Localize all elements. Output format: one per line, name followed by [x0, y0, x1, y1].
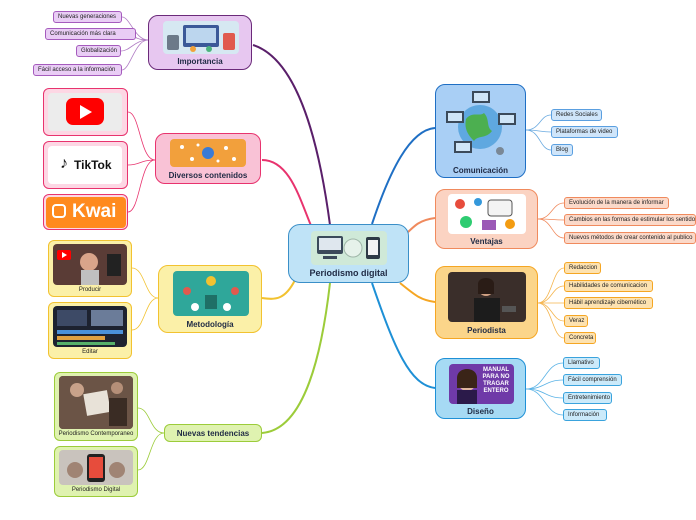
diseno-item-2[interactable]: Fácil comprensión: [563, 374, 622, 386]
link-diversos: [261, 159, 313, 229]
tiktok-note-icon: ♪: [60, 155, 68, 172]
diseno-title: Diseño: [467, 407, 494, 416]
ventajas-item-2[interactable]: Cambios en las formas de estimular los s…: [564, 214, 696, 226]
nuevas-title: Nuevas tendencias: [176, 429, 250, 438]
ventajas-item-3[interactable]: Nuevos métodos de crear contenido al pub…: [564, 232, 696, 244]
editar-caption: Editar: [82, 349, 98, 355]
importancia-item-3[interactable]: Globalización: [76, 45, 121, 57]
metodologia-title: Metodología: [186, 320, 234, 329]
importancia-item-2[interactable]: Comunicación más clara: [45, 28, 136, 40]
editar-card[interactable]: Editar: [48, 302, 132, 359]
importancia-item-1[interactable]: Nuevas generaciones: [53, 11, 122, 23]
link-nuevas: [261, 282, 331, 434]
contemporaneo-card[interactable]: Periodismo Contemporaneo: [54, 372, 138, 441]
link-metodologia: [261, 279, 296, 300]
central-title: Periodismo digital: [309, 268, 388, 278]
producir-caption: Producir: [78, 287, 102, 293]
kwai-wordmark: Kwai: [72, 201, 117, 222]
importancia-image: [163, 21, 239, 54]
comunicacion-title: Comunicación: [452, 166, 509, 175]
comunicacion-item-2[interactable]: Plataformas de video: [551, 126, 618, 138]
youtube-logo: [48, 93, 122, 131]
link-ventajas: [404, 217, 436, 236]
contemporaneo-image: [59, 376, 133, 429]
producir-card[interactable]: Producir: [48, 240, 132, 297]
diseno-item-1[interactable]: Llamativo: [563, 357, 600, 369]
tiktok-wordmark: TikTok: [74, 158, 112, 172]
digital-card[interactable]: Periodismo Digital: [54, 446, 138, 497]
link-periodista: [399, 282, 436, 303]
diseno-image: MANUAL PARA NO TRAGAR ENTERO: [449, 364, 514, 404]
diversos-node[interactable]: Diversos contenidos: [155, 133, 261, 184]
central-image: [311, 231, 387, 265]
diseno-image-text: MANUAL PARA NO TRAGAR ENTERO: [482, 367, 510, 394]
diseno-node[interactable]: MANUAL PARA NO TRAGAR ENTERO Diseño: [435, 358, 526, 419]
contemporaneo-caption: Periodismo Contemporaneo: [58, 431, 134, 437]
editar-image: [53, 306, 127, 347]
comunicacion-item-3[interactable]: Blog: [551, 144, 573, 156]
link-importancia: [252, 44, 331, 226]
periodista-node[interactable]: Periodista: [435, 266, 538, 339]
tiktok-card[interactable]: ♪ TikTok: [43, 141, 128, 189]
link-comunicacion: [371, 127, 436, 225]
kwai-card[interactable]: Kwai: [43, 194, 128, 230]
periodista-item-5[interactable]: Concreta: [564, 332, 596, 344]
periodista-title: Periodista: [467, 326, 506, 335]
comunicacion-image: [444, 89, 519, 163]
nuevas-node[interactable]: Nuevas tendencias: [164, 424, 262, 442]
ventajas-item-1[interactable]: Evolución de la manera de informar: [564, 197, 669, 209]
tiktok-logo: ♪ TikTok: [48, 146, 122, 184]
metodologia-image: [173, 271, 249, 316]
link-diseno: [371, 282, 436, 389]
importancia-title: Importancia: [177, 57, 223, 66]
ventajas-title: Ventajas: [470, 237, 503, 246]
producir-image: [53, 244, 127, 285]
digital-image: [59, 450, 133, 485]
kwai-logo: Kwai: [46, 197, 126, 228]
metodologia-node[interactable]: Metodología: [158, 265, 262, 333]
importancia-item-4[interactable]: Fácil acceso a la información: [33, 64, 122, 76]
diseno-item-4[interactable]: Información: [563, 409, 607, 421]
diseno-item-3[interactable]: Entretenimiento: [563, 392, 612, 404]
comunicacion-node[interactable]: Comunicación: [435, 84, 526, 178]
ventajas-image: [448, 194, 526, 234]
ventajas-node[interactable]: Ventajas: [435, 189, 538, 249]
diversos-title: Diversos contenidos: [168, 171, 248, 180]
periodista-item-4[interactable]: Veraz: [564, 315, 588, 327]
periodista-image: [448, 272, 526, 322]
diversos-image: [170, 139, 246, 167]
periodista-item-3[interactable]: Hábil aprendizaje cibernético: [564, 297, 653, 309]
central-node[interactable]: Periodismo digital: [288, 224, 409, 283]
comunicacion-item-1[interactable]: Redes Sociales: [551, 109, 602, 121]
youtube-card[interactable]: [43, 88, 128, 136]
digital-caption: Periodismo Digital: [71, 487, 121, 493]
importancia-node[interactable]: Importancia: [148, 15, 252, 70]
kwai-camera-icon: [52, 204, 66, 218]
periodista-item-1[interactable]: Redaccion: [564, 262, 601, 274]
periodista-item-2[interactable]: Habilidades de comunicacion: [564, 280, 653, 292]
